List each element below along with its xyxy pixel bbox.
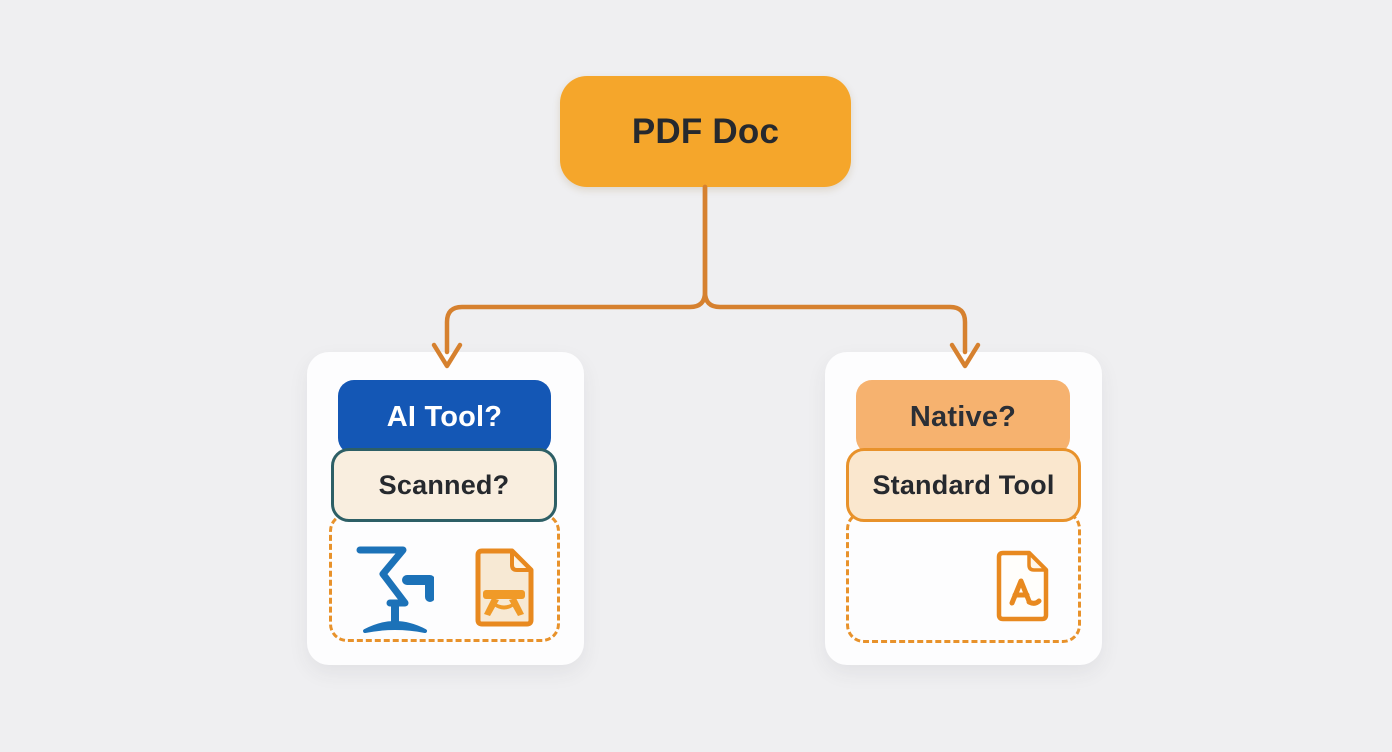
- text-document-icon: [996, 550, 1049, 622]
- node-scanned-label: Scanned?: [378, 469, 510, 500]
- left-icon-tray: [329, 513, 560, 642]
- node-native: Native?: [856, 380, 1070, 454]
- node-ai-tool: AI Tool?: [338, 380, 551, 454]
- node-pdf-doc-label: PDF Doc: [631, 111, 780, 151]
- card-native: Native? Standard Tool: [825, 352, 1102, 665]
- node-scanned: Scanned?: [331, 448, 557, 522]
- node-pdf-doc: PDF Doc: [560, 76, 851, 187]
- node-ai-tool-label: AI Tool?: [386, 400, 503, 433]
- card-ai-tool: AI Tool? Scanned?: [307, 352, 584, 665]
- right-icon-tray: [846, 511, 1081, 643]
- scanned-document-icon: [475, 548, 534, 627]
- scan-arm-icon: [356, 546, 434, 633]
- node-native-label: Native?: [909, 400, 1017, 433]
- node-standard-tool: Standard Tool: [846, 448, 1081, 522]
- connector-left-branch: [444, 184, 708, 355]
- connector-right-branch: [702, 184, 968, 355]
- node-standard-tool-label: Standard Tool: [872, 469, 1055, 500]
